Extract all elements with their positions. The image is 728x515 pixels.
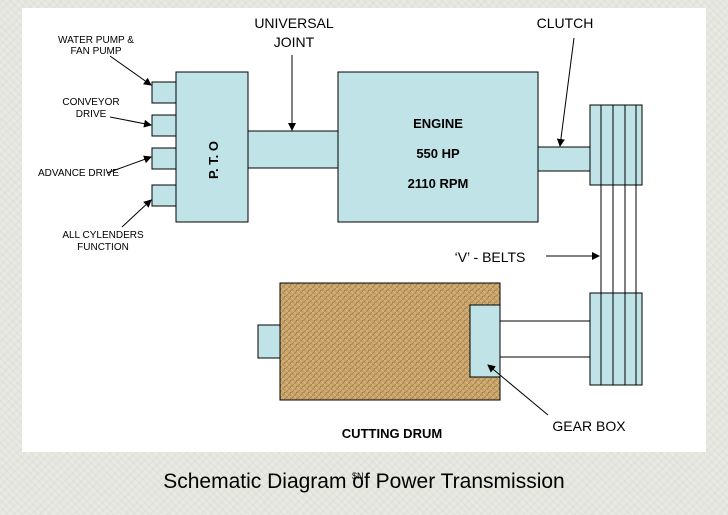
universal-joint-label-line2: JOINT [274,34,315,50]
bottom-pulley [589,292,643,386]
arrow-advance [106,155,152,174]
drum-left-stub [257,324,281,359]
drum-shaft [499,320,591,358]
clutch-label: CLUTCH [537,15,594,31]
water-pump-label-line2: FAN PUMP [70,46,121,57]
arrow-conveyor [109,116,152,128]
arrow-water-pump [109,55,152,86]
engine-rpm: 2110 RPM [408,176,469,191]
conveyor-label-line2: DRIVE [76,109,107,120]
v-belts-label: ‘V’ - BELTS [455,249,526,265]
pto-port-advance [151,147,177,170]
universal-joint-label-line1: UNIVERSAL [254,15,334,31]
advance-drive-label: ADVANCE DRIVE [38,168,119,179]
cutting-drum-label: CUTTING DRUM [342,426,442,441]
gear-box-label: GEAR BOX [552,418,626,434]
arrow-gear-box [487,364,549,416]
top-pulley [589,104,643,186]
arrow-cylinders [121,199,152,228]
engine-title: ENGINE [413,116,463,131]
v-belts [600,185,637,293]
engine-hp: 550 HP [416,146,460,161]
pto-port-conveyor [151,114,177,137]
engine-box [337,71,539,223]
universal-joint-shaft [247,130,339,169]
cutting-drum [279,282,501,401]
slide-title: Schematic Diagram of Power Transmission [163,470,565,493]
clutch-shaft [537,146,591,172]
water-pump-label-line1: WATER PUMP & [58,35,134,46]
cylinders-label-line1: ALL CYLENDERS [62,230,144,241]
pto-port-water-pump [151,81,177,104]
slide-mark: $N [352,471,364,481]
conveyor-label-line1: CONVEYOR [62,97,119,108]
pto-label: P. T. O [206,141,221,179]
arrow-clutch [556,37,575,147]
pto-port-cylinders [151,184,177,207]
gear-box [469,304,501,378]
cylinders-label-line2: FUNCTION [77,242,129,253]
